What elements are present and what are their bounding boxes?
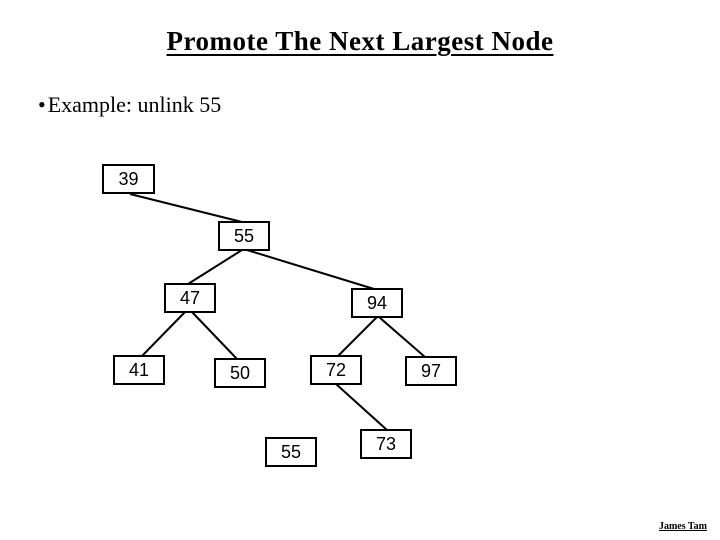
edge-94-72 [337,316,378,357]
tree-node-label: 41 [128,359,150,380]
bullet-item: •Example: unlink 55 [38,92,221,118]
tree-node-39: 39 [102,164,155,194]
tree-node-label: 50 [229,362,251,383]
tree-node-label: 73 [375,433,397,454]
tree-node-label: 39 [118,168,139,189]
edge-72-73 [335,383,388,431]
page-title: Promote The Next Largest Node [166,26,554,56]
tree-node-55-unlinked: 55 [265,437,317,467]
edge-55-47 [187,249,243,285]
tree-node-label: 72 [325,359,347,380]
tree-node-label: 47 [179,287,201,308]
tree-node-label: 97 [420,360,442,381]
tree-node-94: 94 [351,288,403,318]
tree-node-label: 94 [366,292,388,313]
tree-node-97: 97 [405,356,457,386]
edge-94-97 [378,316,426,358]
edge-55-94 [246,249,375,290]
tree-node-55-root: 55 [218,221,270,251]
tree-node-47: 47 [164,283,216,313]
tree-node-label: 55 [233,225,255,246]
bullet-marker: • [38,92,46,117]
edge-47-41 [141,311,186,357]
edge-47-50 [191,311,238,360]
tree-node-41: 41 [113,355,165,385]
tree-node-label: 55 [280,441,302,462]
tree-node-72: 72 [310,355,362,385]
tree-node-50: 50 [214,358,266,388]
bullet-text: Example: unlink 55 [47,92,222,117]
edge-39-55 [129,193,243,223]
tree-node-73: 73 [360,429,412,459]
author-credit: James Tam [658,521,707,532]
